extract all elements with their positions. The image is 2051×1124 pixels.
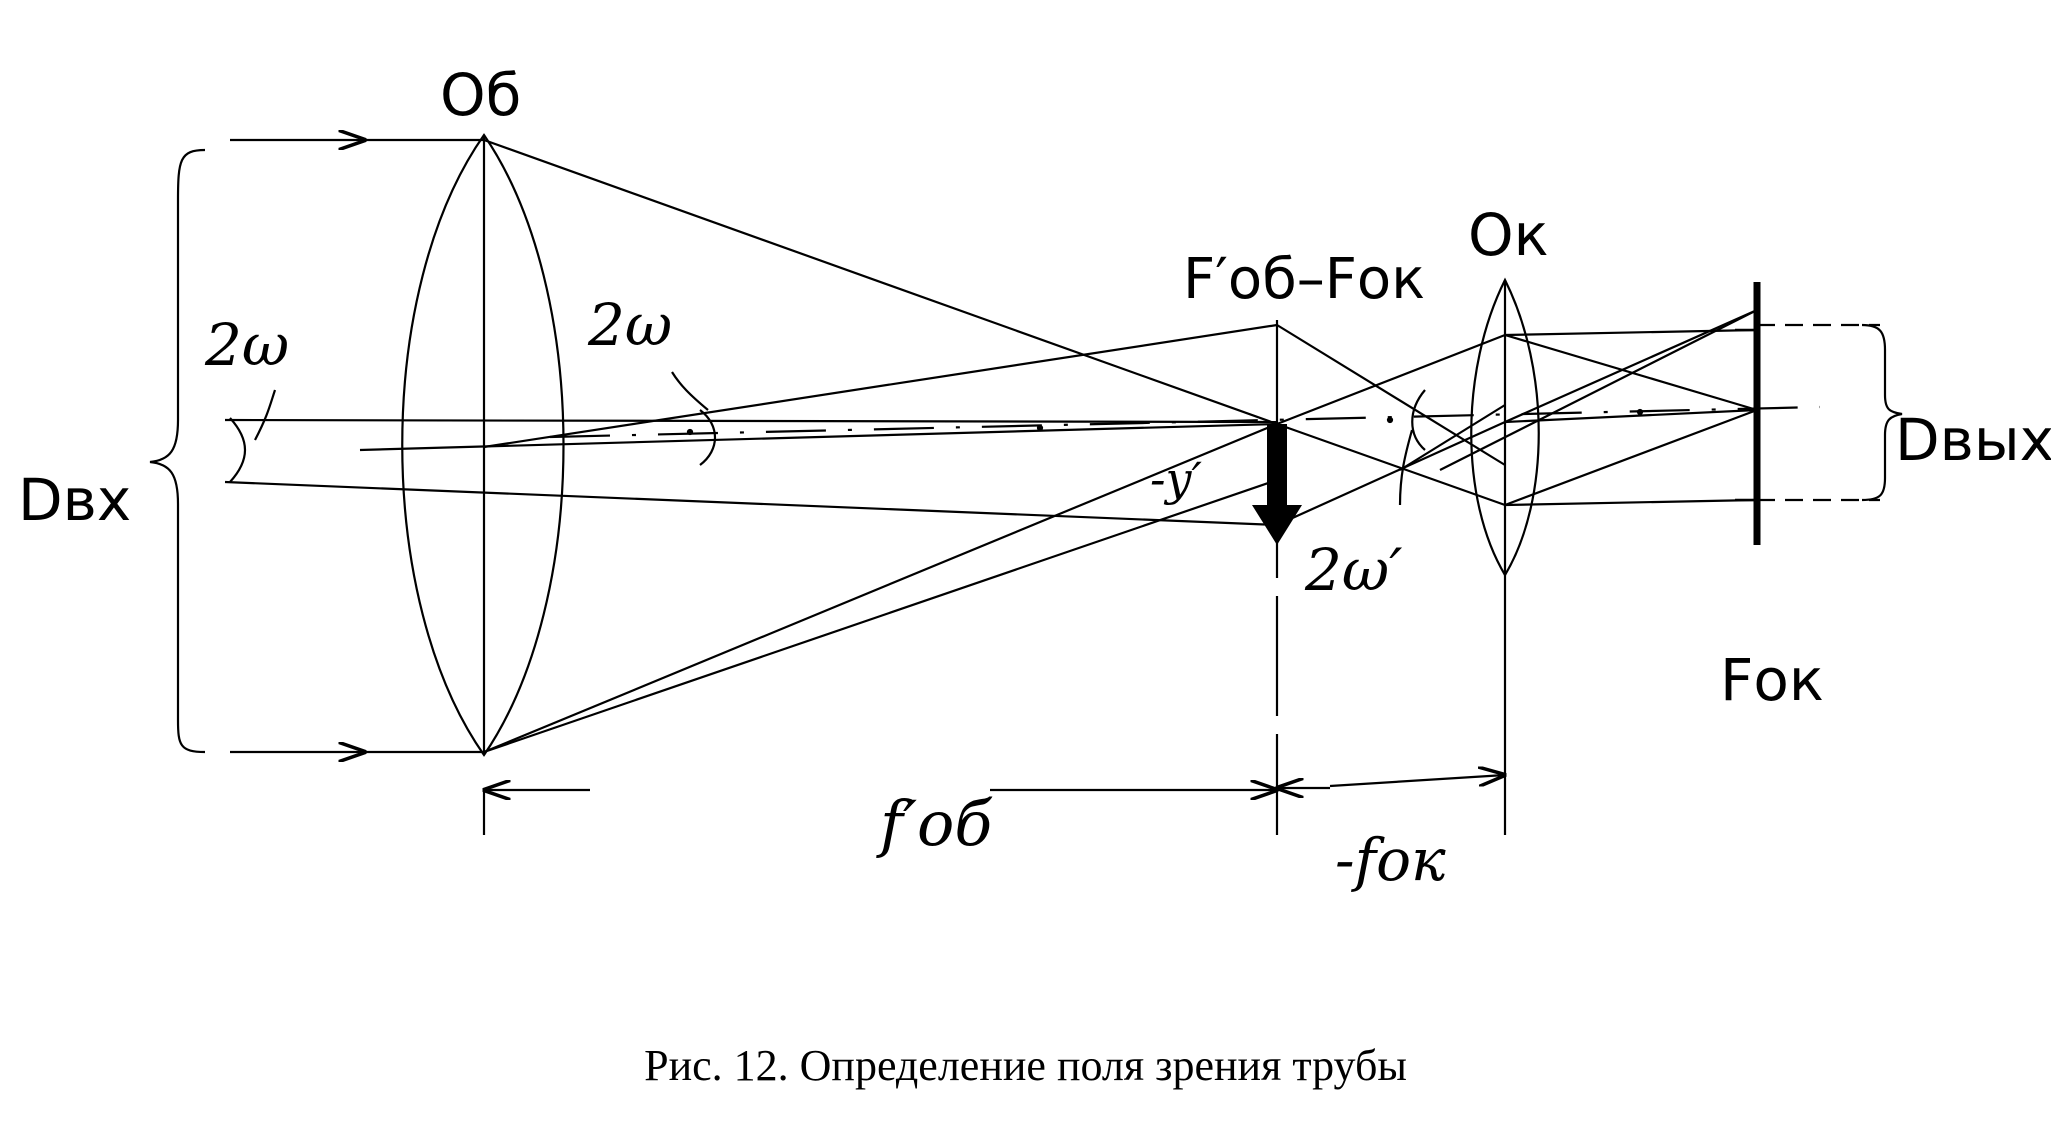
- exit-pupil-label: Dвых: [1895, 406, 2051, 474]
- angle-arc-object-leader: [254, 389, 277, 441]
- angle-arc-image-leader: [671, 371, 709, 411]
- objective-focal-length-label: f′об: [876, 787, 993, 860]
- field-ray-upper: [224, 418, 1278, 424]
- angle-arc-image: [699, 409, 716, 466]
- image-size-label: -y′: [1150, 452, 1203, 506]
- exit-ray-7: [1439, 309, 1758, 471]
- angle-arc-eye-leader: [1398, 429, 1414, 506]
- exit-pupil-box: [1757, 323, 1880, 502]
- field-angle-image-label: 2ω: [587, 291, 672, 359]
- oblique-ray-a: [483, 323, 1278, 449]
- eyepiece-ray-2: [1276, 333, 1506, 426]
- figure-caption: Рис. 12. Определение поля зрения трубы: [644, 1041, 1407, 1090]
- entrance-pupil-brace: [149, 148, 206, 754]
- eyepiece-ray-4: [1276, 420, 1506, 527]
- field-angle-object-label: 2ω: [204, 311, 289, 379]
- angle-arc-object: [229, 417, 246, 483]
- axis-point-1: [686, 428, 694, 436]
- axis-point-4: [1636, 408, 1644, 416]
- oblique-ray-b: [483, 478, 1278, 754]
- entrance-pupil-label: Dвх: [18, 466, 131, 534]
- eyepiece-focal-length-label: -fок: [1335, 826, 1446, 894]
- marginal-ray-bottom: [483, 422, 1278, 754]
- eyepiece-label: Oк: [1468, 201, 1549, 269]
- exit-ray-2: [1504, 498, 1758, 507]
- eyepiece-focal-length-line-right: [1329, 775, 1505, 788]
- eyepiece-ray-3: [1276, 422, 1506, 507]
- focus-plane-label: F′об–Fок: [1183, 247, 1425, 312]
- field-ray-lower: [224, 480, 1278, 527]
- exit-ray-3: [1504, 308, 1758, 424]
- eyepiece-ray-1: [1276, 324, 1506, 466]
- exit-ray-6: [1504, 408, 1758, 507]
- axis-point-2: [1036, 424, 1044, 432]
- exit-ray-1: [1504, 328, 1758, 337]
- field-angle-eye-label: 2ω′: [1304, 536, 1402, 604]
- exit-ray-4: [1504, 408, 1758, 424]
- image-arrow: [1252, 424, 1302, 545]
- eyepiece-focus-label: Fок: [1720, 646, 1824, 714]
- angle-arc-eye: [1411, 389, 1426, 451]
- marginal-ray-top: [483, 138, 1278, 426]
- objective-label: Oб: [440, 61, 521, 129]
- field-ray-chief: [359, 422, 1278, 452]
- exit-pupil-brace: [1861, 323, 1903, 502]
- axis-point-3: [1386, 416, 1394, 424]
- eyepiece-ray-5: [1399, 404, 1506, 471]
